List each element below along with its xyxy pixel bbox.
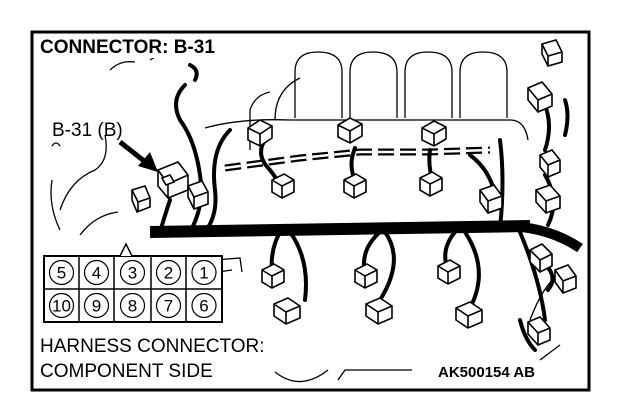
connector-top-3 (421, 120, 447, 147)
connector-left-a (131, 185, 151, 214)
pin-label: 4 (92, 264, 101, 283)
pin-label: 1 (199, 264, 208, 283)
diagram-title: CONNECTOR: B-31 (40, 37, 215, 58)
connector-bottom-2 (365, 297, 393, 325)
connector-low-3 (437, 259, 461, 285)
connector-right-1 (541, 39, 563, 67)
connector-bottom-1 (273, 297, 301, 325)
pin-layout: 5 4 3 2 1 10 9 8 7 6 (43, 242, 223, 323)
bottom-decoration (274, 369, 412, 383)
connector-right-4 (535, 184, 561, 214)
pin-label: 7 (164, 297, 173, 316)
connector-left-b (187, 180, 209, 210)
connector-callout-label: B-31 (B) (52, 120, 123, 141)
pin-label: 8 (128, 297, 137, 316)
harness-branches (158, 63, 570, 352)
connector-right-3 (539, 149, 561, 178)
pin-label: 10 (52, 297, 71, 316)
connector-mid-1 (271, 173, 295, 199)
connector-top-2 (337, 117, 363, 144)
pin-key-notch (119, 242, 133, 257)
connector-right-7 (527, 316, 551, 346)
pin-label: 6 (199, 297, 208, 316)
pin-label: 5 (57, 264, 66, 283)
harness-connectors (131, 39, 577, 346)
caption-line-2: COMPONENT SIDE (40, 361, 213, 382)
caption-backdrop (36, 328, 336, 384)
harness-sleeves (224, 146, 491, 172)
main-harness (149, 220, 583, 253)
engine-background (50, 50, 566, 361)
title-backdrop (36, 34, 274, 58)
pin-label: 9 (92, 297, 101, 316)
connector-right-6 (554, 264, 577, 294)
connector-low-2 (354, 263, 378, 289)
connector-mid-2 (343, 173, 367, 199)
connector-mid-3 (419, 171, 443, 197)
connector-right-mid (479, 184, 503, 214)
connector-low-1 (261, 263, 285, 289)
connector-right-5 (529, 243, 553, 273)
connector-right-2 (527, 81, 553, 113)
pin-label: 3 (128, 264, 137, 283)
connector-bottom-3 (455, 301, 483, 329)
figure-code: AK500154 AB (438, 364, 535, 381)
pin-label: 2 (164, 264, 173, 283)
connector-top-1 (247, 119, 273, 147)
callout-arrow (118, 140, 158, 172)
caption-line-1: HARNESS CONNECTOR: (40, 336, 265, 357)
callout-leader (51, 142, 61, 147)
